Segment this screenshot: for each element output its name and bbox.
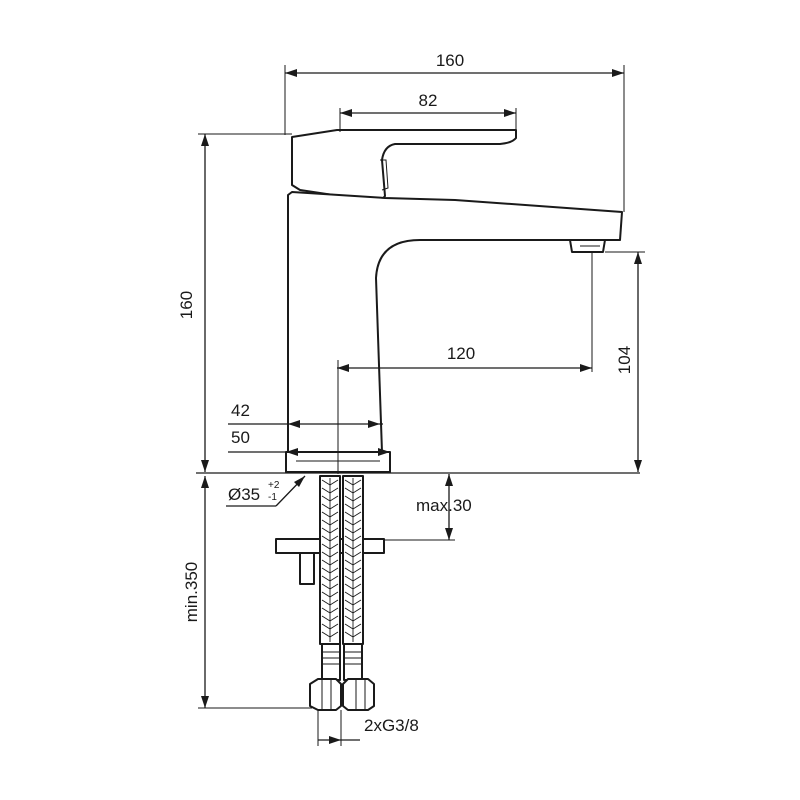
hose-braid-right [344,478,362,642]
faucet-outline [285,129,623,473]
dim-body-width: 42 [231,401,250,420]
mixer-body [287,191,623,453]
dim-hose-length: min.350 [182,562,201,622]
dim-base-width: 50 [231,428,250,447]
dim-hole-diameter: Ø35 [228,485,260,504]
dim-overall-width: 160 [436,51,464,70]
hex-nut-right [342,678,375,711]
lever-handle [291,129,517,203]
hose-collar-right [343,643,363,681]
dim-overall-height: 160 [177,291,196,319]
dim-lever-length: 82 [419,91,438,110]
dimension-lines [198,65,645,746]
collar-ridges [322,651,362,665]
lever-detail [380,159,389,191]
hose-braid-left [321,478,339,642]
hex-nut-left [309,678,342,711]
dim-spout-reach: 120 [447,344,475,363]
hose-collar-left [321,643,341,681]
dim-connection: 2xG3/8 [364,716,419,735]
hose-assembly [275,475,385,711]
dimension-arrows [201,69,642,744]
dim-spout-height: 104 [615,346,634,374]
dim-max-thickness: max.30 [416,496,472,515]
dim-hole-tolerance-upper: +2 [268,480,280,491]
dim-hole-tolerance-lower: -1 [268,492,277,503]
